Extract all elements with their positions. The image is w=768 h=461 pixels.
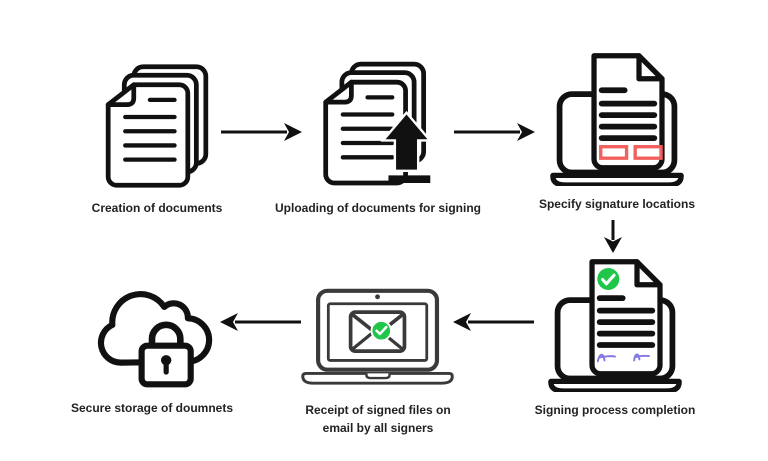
- laptop-email-check-icon: [301, 288, 454, 385]
- arrow-right-1: [221, 123, 302, 141]
- step-uploading-of-documents: Uploading of documents for signing: [275, 56, 481, 217]
- document-upload-icon: [323, 61, 433, 186]
- icon-box: [320, 56, 436, 190]
- icon-box: [102, 56, 212, 190]
- cloud-lock-icon: [97, 291, 213, 388]
- padlock: [138, 321, 194, 388]
- step-creation-of-documents: Creation of documents: [69, 56, 245, 217]
- arrow-left-1: [453, 313, 534, 331]
- document-stack-icon: [105, 64, 209, 188]
- step-secure-storage: Secure storage of doumnets: [64, 272, 240, 417]
- step-signing-process-completion: Signing process completion: [527, 256, 703, 419]
- upload-arrow-glyph: [380, 110, 433, 183]
- webcam-dot: [375, 294, 380, 300]
- laptop-signature-fields-icon: [550, 53, 684, 186]
- icon-box: [550, 50, 684, 186]
- step-receipt-of-signed-files: Receipt of signed files on email by all …: [288, 288, 468, 437]
- step-label: Secure storage of doumnets: [70, 401, 234, 415]
- signature-scribbles: [596, 353, 650, 363]
- trackpad-notch: [365, 373, 391, 380]
- check-badge: [597, 268, 620, 291]
- icon-box: [296, 288, 460, 392]
- signature-field-boxes: [599, 145, 663, 160]
- icon-box: [81, 272, 223, 390]
- step-label: Creation of documents: [91, 201, 223, 215]
- step-specify-signature-locations: Specify signature locations: [529, 50, 705, 213]
- step-label: Uploading of documents for signing: [275, 201, 481, 215]
- step-label: Specify signature locations: [538, 197, 696, 211]
- check-badge: [370, 320, 392, 342]
- laptop-signed-document-icon: [548, 259, 682, 392]
- icon-box: [548, 256, 682, 392]
- arrow-right-2: [454, 123, 535, 141]
- arrow-down: [604, 220, 622, 253]
- arrow-left-2: [220, 313, 301, 331]
- step-label: Signing process completion: [534, 403, 696, 417]
- step-label: Receipt of signed files on email by all …: [305, 403, 451, 435]
